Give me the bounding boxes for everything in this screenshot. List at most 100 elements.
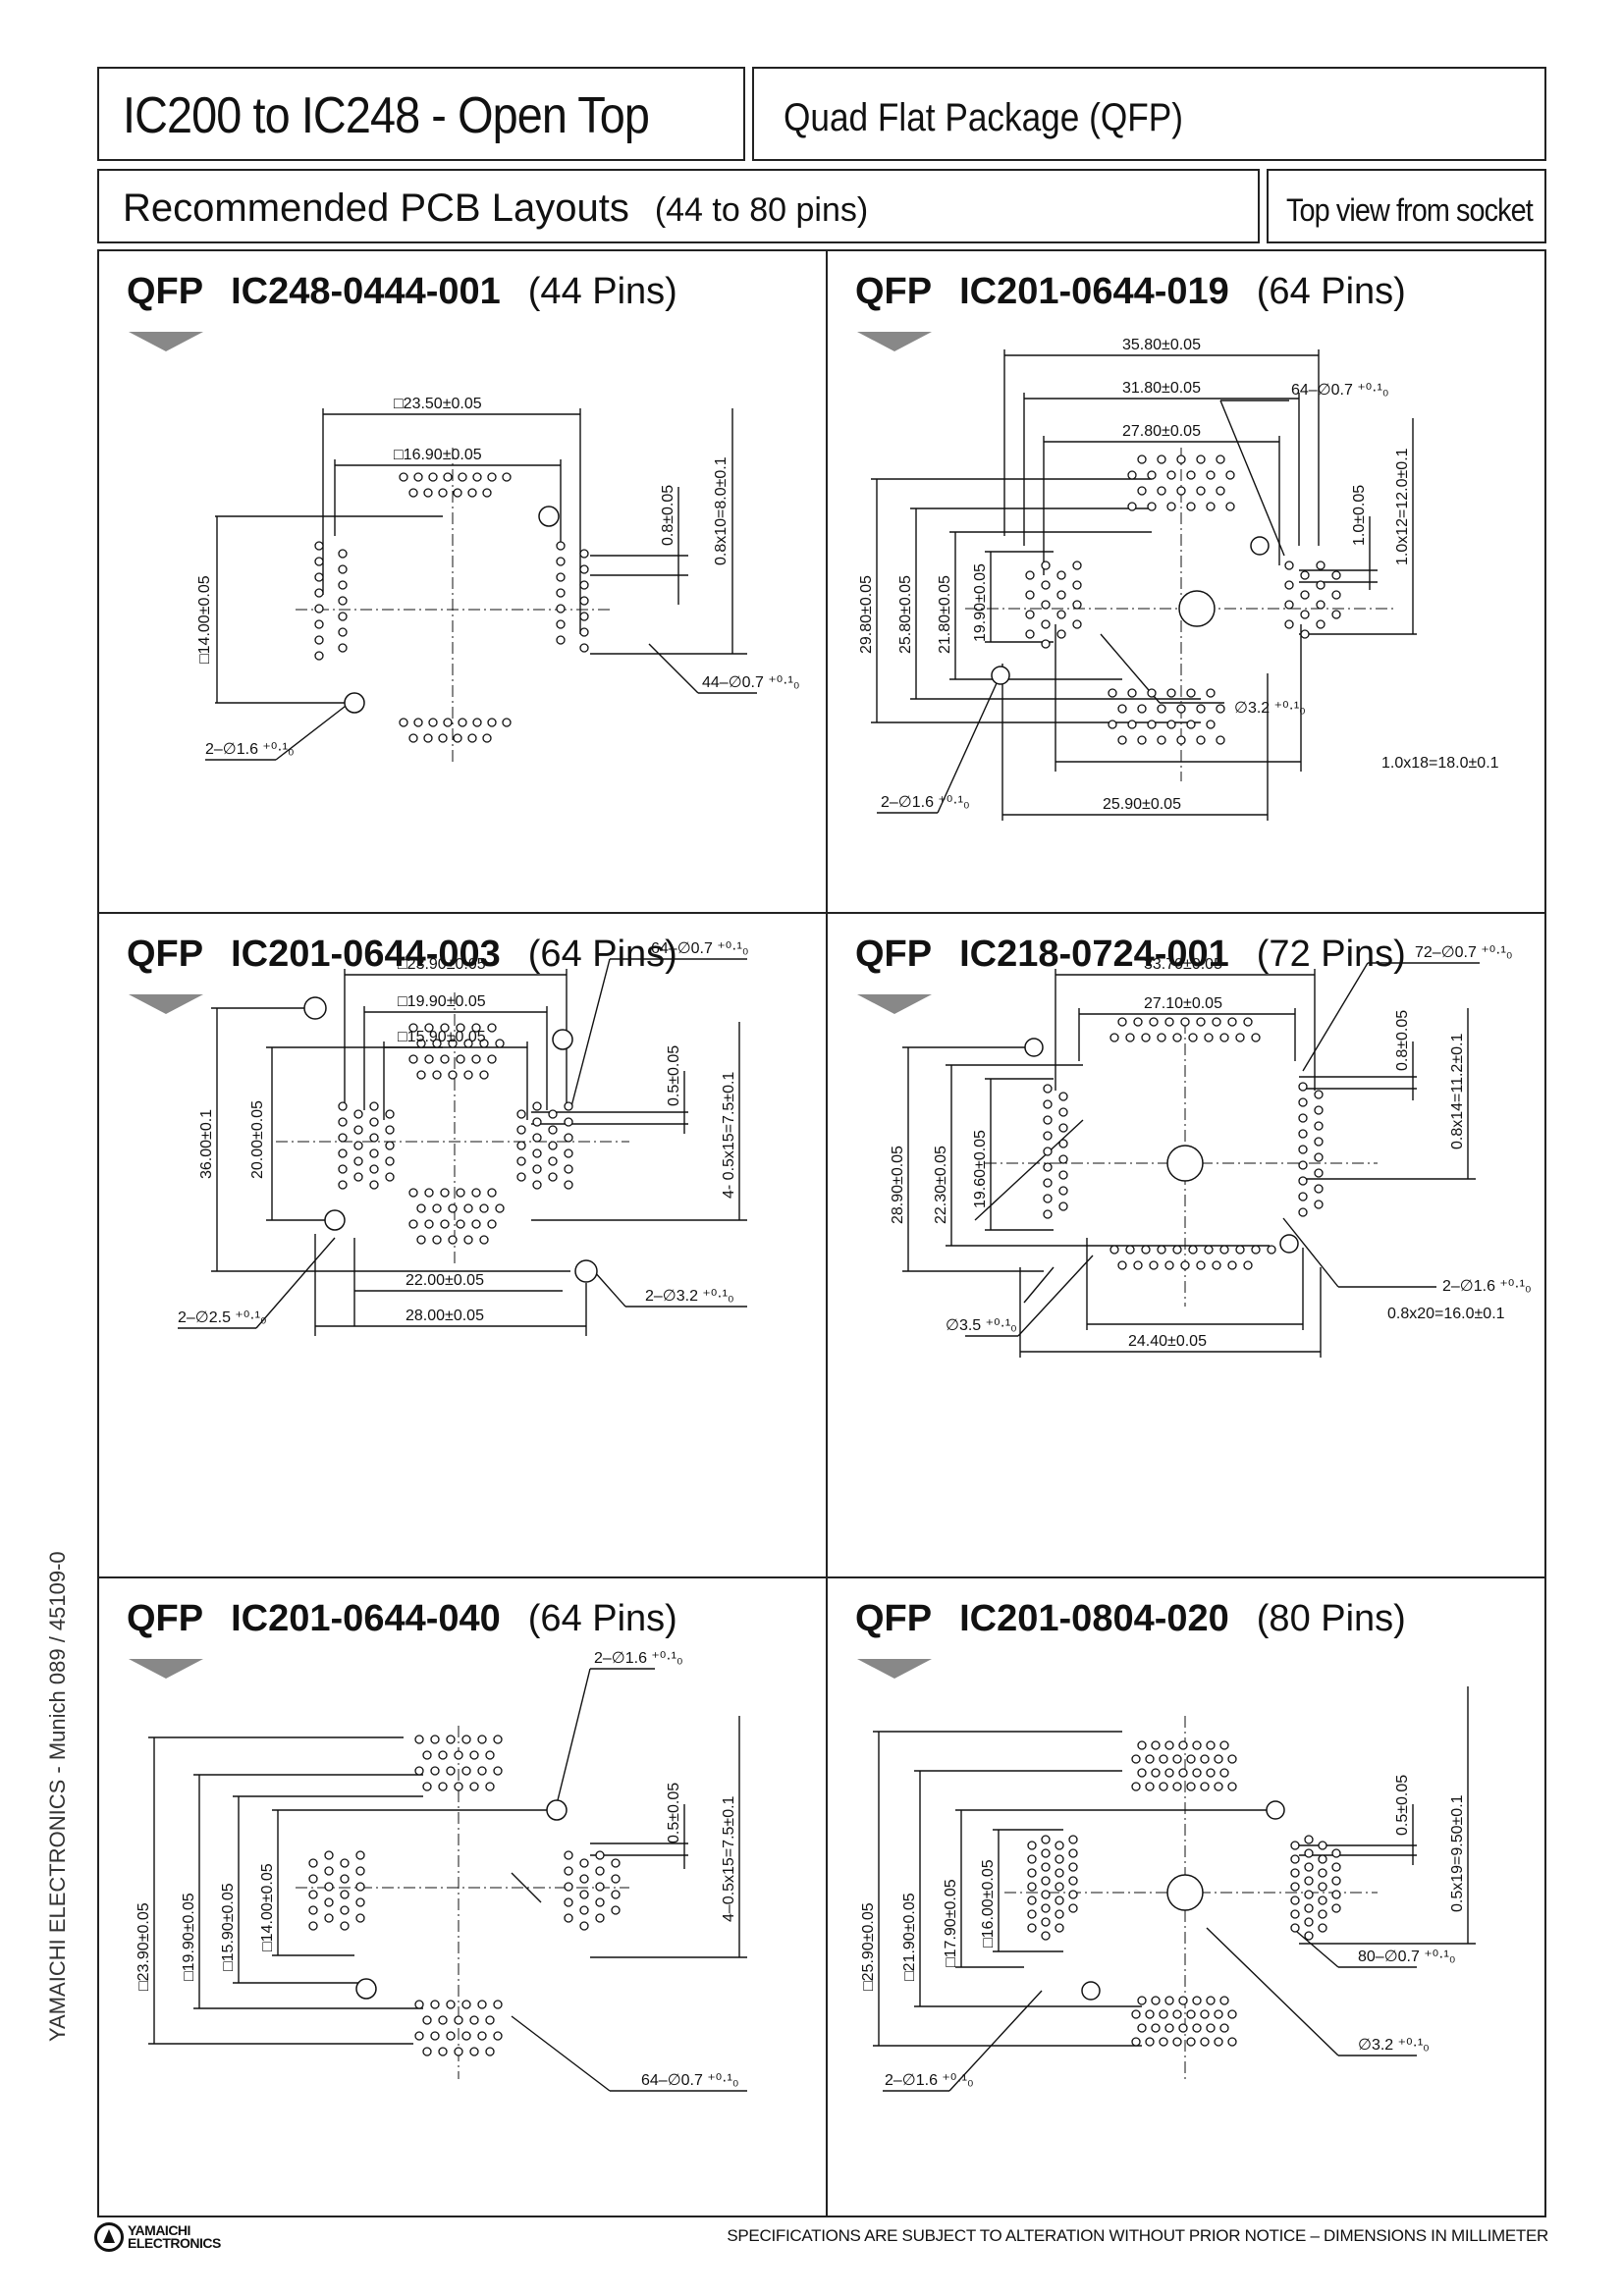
dim-label: □16.00±0.05 [980, 1859, 997, 1948]
dim-label: 0.8±0.05 [1394, 1010, 1411, 1071]
dim-label: 0.5±0.05 [666, 1045, 682, 1106]
panel-family: QFP [127, 934, 204, 975]
dim-label: 0.8x10=8.0±0.1 [713, 456, 730, 565]
dim-label: 2–∅1.6 ⁺⁰·¹₀ [1442, 1278, 1532, 1295]
dim-label: 1.0x12=12.0±0.1 [1394, 448, 1411, 565]
dim-label: 0.8±0.05 [660, 485, 676, 546]
dim-label: 2–∅1.6 ⁺⁰·¹₀ [885, 2072, 974, 2089]
panel-ic201-0644-003: QFP IC201-0644-003 (64 Pins) [99, 914, 826, 1575]
dim-label: 36.00±0.1 [198, 1109, 215, 1179]
panel-part: IC201-0644-019 [959, 271, 1229, 312]
dim-label: 1.0±0.05 [1351, 485, 1368, 546]
panel-part: IC201-0644-040 [231, 1598, 501, 1639]
dim-label: 22.30±0.05 [933, 1146, 949, 1224]
dim-label: 0.5±0.05 [1394, 1775, 1411, 1836]
pin-range: (44 to 80 pins) [654, 191, 869, 229]
dim-label: □14.00±0.05 [196, 575, 213, 664]
arrow-marker-icon [129, 994, 203, 1014]
panel-part: IC248-0444-001 [231, 271, 501, 312]
view-box: Top view from socket [1267, 169, 1546, 243]
dim-label: 2–∅3.2 ⁺⁰·¹₀ [645, 1288, 734, 1305]
dim-label: 19.90±0.05 [972, 563, 989, 642]
panel-pins: (64 Pins) [1256, 271, 1406, 312]
dim-label: 24.40±0.05 [1128, 1333, 1207, 1350]
panel-ic201-0644-040: QFP IC201-0644-040 (64 Pins) [99, 1578, 826, 2217]
pcb-drawing: 33.70±0.05 27.10±0.05 28.90±0.05 22.30±0… [890, 944, 1532, 1358]
title-box: IC200 to IC248 - Open Top [97, 67, 745, 161]
dim-label: 0.5x19=9.50±0.1 [1449, 1794, 1466, 1912]
dim-label: 2–∅1.6 ⁺⁰·¹₀ [881, 794, 970, 811]
panel-family: QFP [127, 1598, 204, 1639]
dim-label: 20.00±0.05 [249, 1100, 266, 1179]
dim-label: 72–∅0.7 ⁺⁰·¹₀ [1415, 944, 1512, 961]
dim-label: 80–∅0.7 ⁺⁰·¹₀ [1358, 1949, 1455, 1965]
dim-label: 0.8x20=16.0±0.1 [1387, 1306, 1505, 1322]
panel-pins: (64 Pins) [527, 934, 677, 975]
dim-label: ∅3.5 ⁺⁰·¹₀ [946, 1317, 1017, 1334]
dim-label: 29.80±0.05 [858, 575, 875, 654]
dim-label: 64–∅0.7 ⁺⁰·¹₀ [1291, 382, 1388, 399]
panel-pins: (72 Pins) [1256, 934, 1406, 975]
company-logo: YAMAICHI ELECTRONICS [94, 2222, 221, 2252]
arrow-marker-icon [857, 332, 932, 351]
logo-line2: ELECTRONICS [128, 2235, 221, 2251]
dim-label: 1.0x18=18.0±0.1 [1381, 755, 1499, 772]
dim-label: 27.80±0.05 [1122, 423, 1201, 440]
dim-label: 2–∅1.6 ⁺⁰·¹₀ [205, 741, 295, 758]
grid-divider-vertical [826, 251, 828, 2216]
dim-label: 33.70±0.05 [1144, 956, 1222, 973]
dim-label: 35.80±0.05 [1122, 337, 1201, 353]
dim-label: ∅3.2 ⁺⁰·¹₀ [1234, 700, 1306, 717]
dim-label: 2–∅2.5 ⁺⁰·¹₀ [178, 1309, 267, 1326]
dim-label: 44–∅0.7 ⁺⁰·¹₀ [702, 674, 799, 691]
logo-line1: YAMAICHI [128, 2222, 190, 2238]
dim-label: □23.90±0.05 [135, 1902, 152, 1991]
panel-family: QFP [855, 271, 933, 312]
dim-label: □15.90±0.05 [398, 1029, 486, 1045]
arrow-marker-icon [857, 1659, 932, 1679]
side-strip: YAMAICHI ELECTRONICS - Munich 089 / 4510… [0, 0, 98, 2296]
dim-label: 27.10±0.05 [1144, 995, 1222, 1012]
dim-label: ∅3.2 ⁺⁰·¹₀ [1358, 2037, 1430, 2054]
arrow-marker-icon [129, 1659, 203, 1679]
dim-label: 4–0.5x15=7.5±0.1 [721, 1795, 737, 1922]
dim-label: 21.80±0.05 [937, 575, 953, 654]
pcb-drawing: 35.80±0.05 31.80±0.05 27.80±0.05 29.80±0… [858, 337, 1499, 821]
panel-heading: QFP IC201-0644-003 (64 Pins) [127, 934, 677, 976]
panel-heading: QFP IC201-0644-019 (64 Pins) [855, 271, 1406, 313]
dim-label: □16.90±0.05 [394, 447, 482, 463]
subtitle-box: Recommended PCB Layouts(44 to 80 pins) [97, 169, 1260, 243]
panel-ic201-0644-019: QFP IC201-0644-019 (64 Pins) [828, 251, 1548, 912]
pcb-drawing: □25.90±0.05 □21.90±0.05 □17.90±0.05 □16.… [860, 1686, 1476, 2092]
arrow-marker-icon [129, 332, 203, 351]
dim-label: 4- 0.5x15=7.5±0.1 [721, 1072, 737, 1199]
dim-label: □19.90±0.05 [398, 993, 486, 1010]
panel-pins: (64 Pins) [527, 1598, 677, 1639]
grid-divider-row1 [99, 912, 1544, 914]
grid-divider-row2 [99, 1576, 1544, 1578]
subtitle: Recommended PCB Layouts(44 to 80 pins) [123, 187, 868, 231]
dim-label: □19.90±0.05 [181, 1893, 197, 1981]
dim-label: 64–∅0.7 ⁺⁰·¹₀ [651, 940, 748, 957]
panel-part: IC201-0644-003 [231, 934, 501, 975]
dim-label: 25.90±0.05 [1103, 796, 1181, 813]
dim-label: 19.60±0.05 [972, 1130, 989, 1208]
panel-family: QFP [855, 934, 933, 975]
dim-label: 0.5±0.05 [666, 1783, 682, 1843]
yamaichi-logo-icon [94, 2222, 124, 2252]
dim-label: 31.80±0.05 [1122, 380, 1201, 397]
pcb-drawing: □23.90±0.05 □19.90±0.05 □15.90±0.05 □14.… [135, 1650, 747, 2092]
dim-label: 25.80±0.05 [897, 575, 914, 654]
dim-label: □25.90±0.05 [860, 1902, 877, 1991]
page-title: IC200 to IC248 - Open Top [123, 87, 650, 144]
package-box: Quad Flat Package (QFP) [752, 67, 1546, 161]
dim-label: □14.00±0.05 [259, 1863, 276, 1951]
package-title: Quad Flat Package (QFP) [784, 96, 1183, 139]
dim-label: □15.90±0.05 [220, 1883, 237, 1971]
dim-label: 64–∅0.7 ⁺⁰·¹₀ [641, 2072, 738, 2089]
